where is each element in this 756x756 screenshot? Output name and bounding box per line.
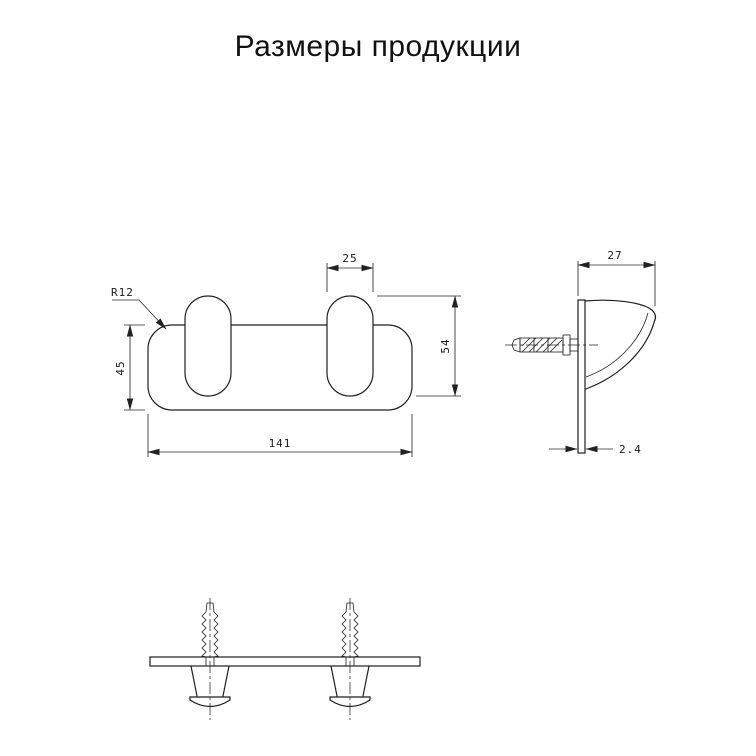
dim-hook-height: 54 bbox=[377, 295, 461, 397]
dim-thickness: 2.4 bbox=[549, 443, 642, 456]
anchor-screw bbox=[505, 334, 598, 356]
hook-left-outline bbox=[184, 295, 232, 397]
dim-thickness-label: 2.4 bbox=[619, 443, 642, 456]
extension-lines bbox=[147, 414, 413, 457]
screw-head-collar bbox=[569, 338, 579, 352]
dim-plate-width-label: 141 bbox=[269, 437, 292, 450]
dim-plate-width: 141 bbox=[147, 414, 413, 457]
front-view: 25 R12 45 54 141 bbox=[111, 252, 461, 457]
hook-inner-edge bbox=[585, 312, 649, 378]
dim-hook-width: 25 bbox=[326, 252, 374, 292]
dim-hook-width-label: 25 bbox=[342, 252, 357, 265]
hook-profile bbox=[584, 299, 657, 390]
dim-hook-height-label: 54 bbox=[439, 338, 452, 353]
radius-leader-line bbox=[112, 299, 167, 330]
extension-lines bbox=[326, 263, 374, 292]
plate-strip bbox=[149, 656, 421, 667]
radius-callout: R12 bbox=[111, 286, 167, 330]
hook-tip bbox=[651, 309, 657, 322]
dim-depth: 27 bbox=[577, 249, 656, 306]
extension-lines bbox=[124, 324, 145, 411]
extension-lines bbox=[577, 261, 656, 306]
hook-lower-edge bbox=[585, 320, 656, 390]
hook-top-edge bbox=[584, 299, 653, 311]
radius-label: R12 bbox=[111, 286, 134, 299]
dim-depth-label: 27 bbox=[607, 249, 622, 262]
dowel-hatch bbox=[521, 337, 563, 353]
dowel-tip bbox=[511, 337, 521, 353]
bottom-view bbox=[149, 597, 421, 721]
page-title: Размеры продукции bbox=[234, 30, 522, 63]
dim-plate-height: 45 bbox=[114, 324, 145, 411]
side-view: 27 2.4 bbox=[505, 249, 657, 456]
dim-plate-height-label: 45 bbox=[114, 360, 127, 375]
hook-right-outline bbox=[326, 295, 374, 397]
wall-plate-outline bbox=[577, 299, 586, 454]
